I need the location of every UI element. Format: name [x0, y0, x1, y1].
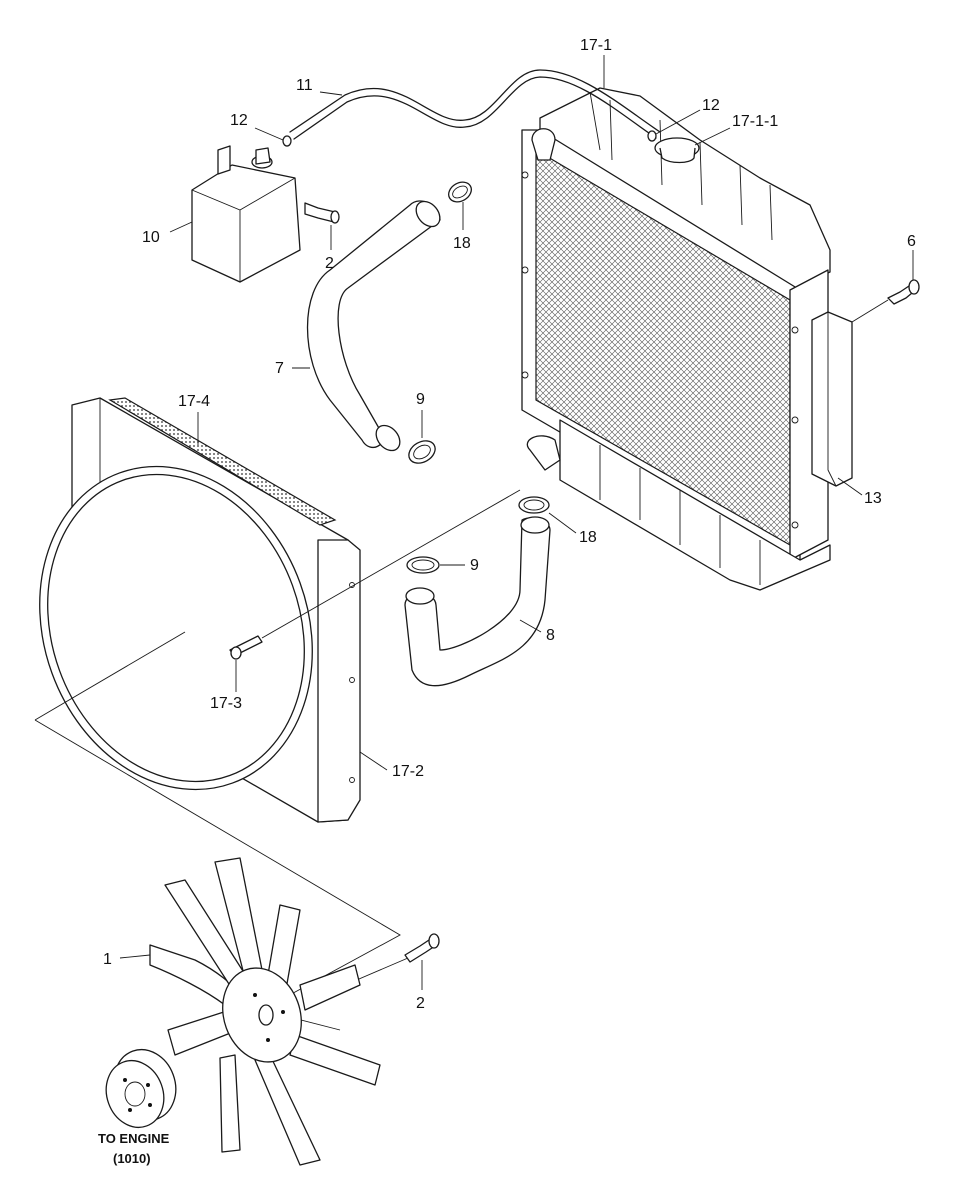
bolt[interactable] [851, 279, 920, 323]
to-engine-ref: (1010) [113, 1151, 151, 1166]
upper-hose[interactable] [306, 197, 445, 455]
leader-lines [119, 55, 914, 990]
label-12-left: 12 [230, 112, 248, 129]
fitting[interactable] [304, 202, 340, 224]
seal-strip[interactable] [108, 397, 337, 526]
fan-bolt[interactable] [404, 933, 440, 963]
bracket[interactable] [811, 311, 853, 487]
label-11: 11 [296, 77, 313, 94]
clamp-right[interactable] [647, 130, 657, 142]
radiator[interactable] [521, 87, 831, 591]
clamp-left[interactable] [282, 135, 292, 147]
label-1: 1 [103, 951, 112, 968]
fan-shroud[interactable] [0, 397, 361, 828]
label-2-upper: 2 [325, 255, 334, 272]
label-12-right: 12 [702, 97, 720, 114]
label-6: 6 [907, 233, 916, 250]
label-18-upper: 18 [453, 235, 471, 252]
pulley-hub[interactable] [97, 1041, 185, 1136]
label-13: 13 [864, 490, 882, 507]
label-18-lower: 18 [579, 529, 597, 546]
fan[interactable] [149, 857, 381, 1166]
label-17-3: 17-3 [210, 695, 242, 712]
lower-hose[interactable] [404, 516, 551, 687]
label-17-4: 17-4 [178, 393, 210, 410]
label-2-lower: 2 [416, 995, 425, 1012]
label-9-upper: 9 [416, 391, 425, 408]
shroud-bolt[interactable] [229, 635, 263, 660]
label-17-1-1: 17-1-1 [732, 113, 778, 130]
label-9-lower: 9 [470, 557, 479, 574]
label-10: 10 [142, 229, 160, 246]
label-8: 8 [546, 627, 555, 644]
hose-clamp[interactable] [518, 496, 550, 514]
label-17-1: 17-1 [580, 37, 612, 54]
label-7: 7 [275, 360, 284, 377]
to-engine-label: TO ENGINE [98, 1131, 170, 1146]
hose-clamp[interactable] [405, 436, 439, 467]
hose-clamp[interactable] [406, 556, 440, 574]
overflow-hose[interactable] [289, 69, 661, 140]
label-17-2: 17-2 [392, 763, 424, 780]
reservoir-tank[interactable] [191, 145, 301, 283]
hose-clamp[interactable] [445, 178, 475, 206]
